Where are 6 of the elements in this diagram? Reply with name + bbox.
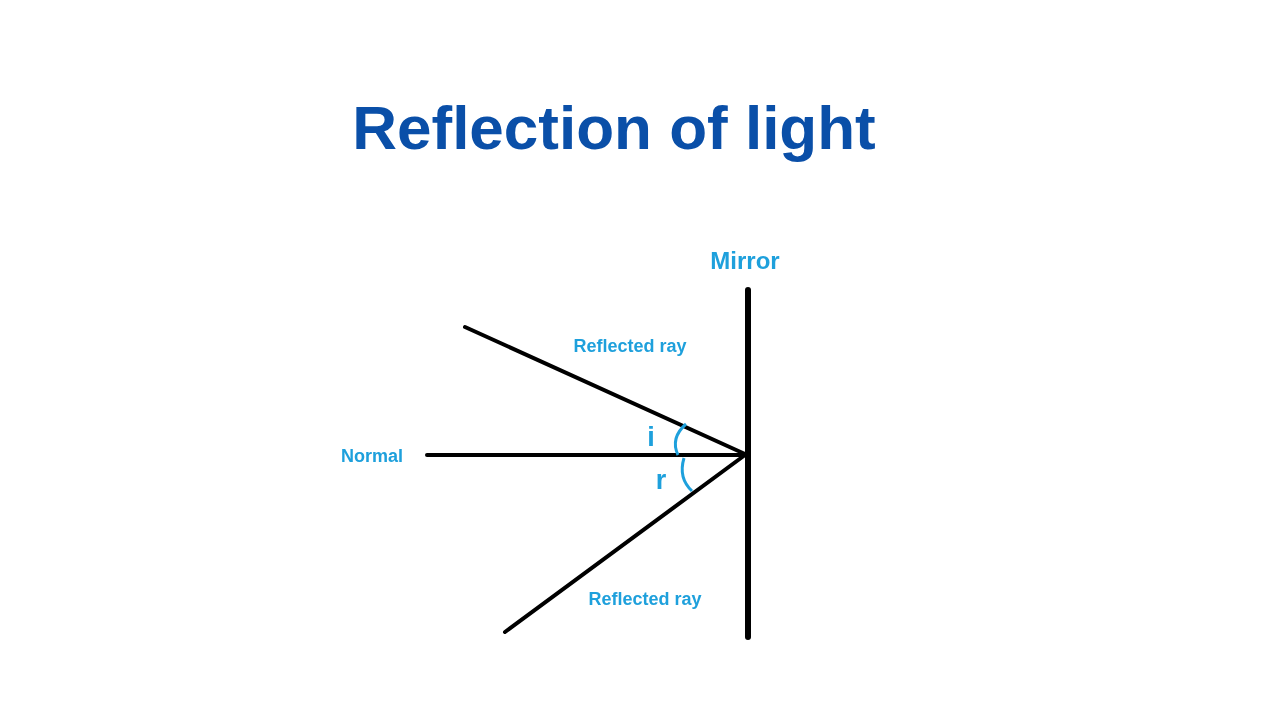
ray-label: Reflected ray [573,337,687,355]
mirror-label: Mirror [710,249,780,273]
ray-label: Reflected ray [588,590,702,608]
normal-label: Normal [341,447,403,465]
angle-label: i [647,423,655,451]
angle-label: r [655,466,667,494]
